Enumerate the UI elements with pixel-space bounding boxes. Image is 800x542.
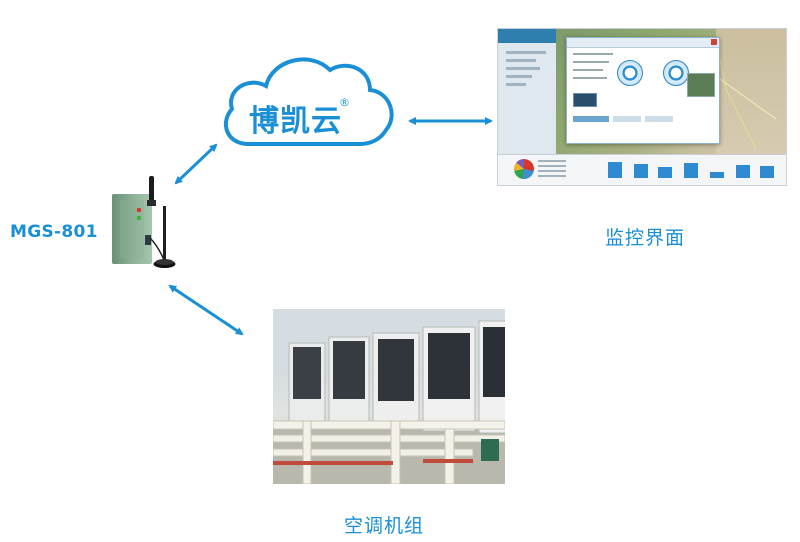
bar-mark xyxy=(634,164,648,178)
dialog-panel xyxy=(687,73,715,97)
bar-mark xyxy=(760,166,774,178)
legend-line xyxy=(538,175,566,177)
gauge-icon xyxy=(663,60,689,86)
sidebar-item[interactable] xyxy=(506,51,546,54)
digital-display xyxy=(573,93,597,107)
antenna-icon xyxy=(147,176,176,268)
sidebar-item[interactable] xyxy=(506,67,540,70)
hvac-units-photo xyxy=(273,309,505,484)
dialog-titlebar xyxy=(567,38,719,48)
sidebar-header xyxy=(498,29,556,43)
bar-mark xyxy=(658,167,672,178)
dialog-tab[interactable] xyxy=(645,116,673,122)
hvac-illustration xyxy=(273,309,505,484)
cloud-brand-name: 博凯云 xyxy=(249,104,342,139)
registered-mark: ® xyxy=(339,96,350,109)
bar-mark xyxy=(608,162,622,178)
dialog-field xyxy=(573,53,613,55)
cloud-icon xyxy=(223,57,394,146)
sidebar-item[interactable] xyxy=(506,83,526,86)
device-label: MGS-801 xyxy=(10,222,98,242)
dialog-field xyxy=(573,61,609,63)
status-led xyxy=(137,208,141,212)
sidebar-item[interactable] xyxy=(506,75,532,78)
hvac-caption: 空调机组 xyxy=(344,515,425,537)
arrow-device-hvac xyxy=(168,284,244,336)
monitoring-screenshot xyxy=(497,28,787,186)
close-icon[interactable] xyxy=(711,39,717,45)
dialog-field xyxy=(573,69,603,71)
legend-line xyxy=(538,160,566,162)
device-detail-dialog xyxy=(566,37,720,144)
device-port xyxy=(145,235,151,245)
bar-mark xyxy=(684,163,698,178)
bar-mark xyxy=(710,172,724,178)
dialog-tab[interactable] xyxy=(613,116,641,122)
monitor-caption: 监控界面 xyxy=(605,227,686,249)
legend-line xyxy=(538,165,566,167)
pie-chart-icon xyxy=(514,159,534,179)
dialog-tab[interactable] xyxy=(573,116,609,122)
dialog-field xyxy=(573,77,607,79)
sidebar-item[interactable] xyxy=(506,59,536,62)
status-led xyxy=(137,216,141,220)
bar-mark xyxy=(736,165,750,178)
legend-line xyxy=(538,170,566,172)
gauge-icon xyxy=(617,60,643,86)
arrow-device-cloud xyxy=(174,143,218,185)
